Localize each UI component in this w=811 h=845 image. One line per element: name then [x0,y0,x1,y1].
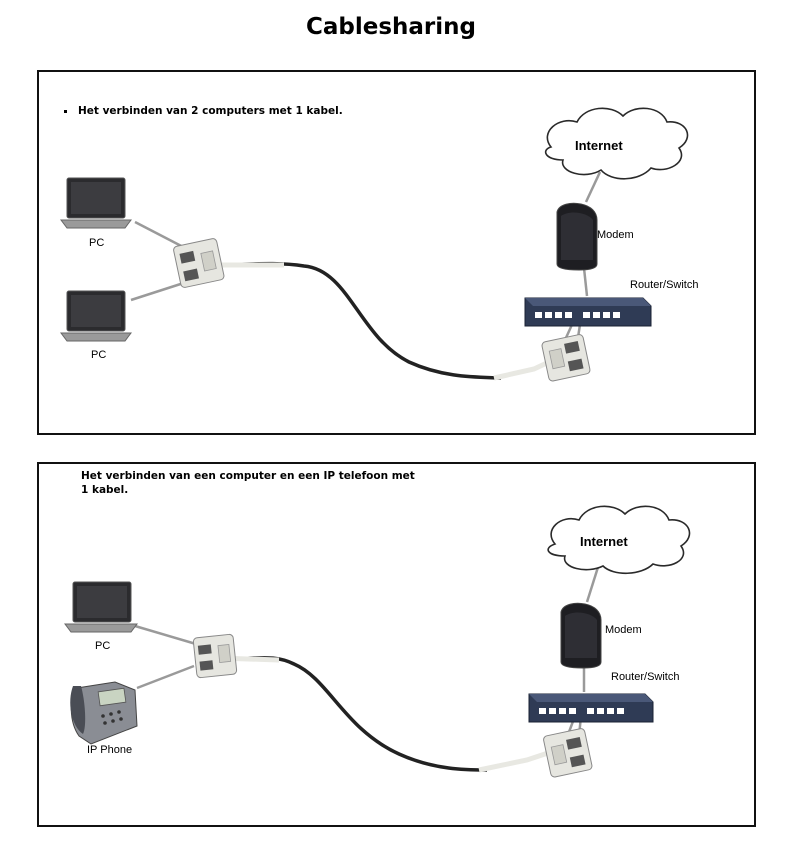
patch-cable [585,563,601,603]
router-switch-label: Router/Switch [630,279,699,291]
panel-caption: Het verbinden van 2 computers met 1 kabe… [64,104,343,118]
diagram-panel-computer-and-phone: Het verbinden van een computer en een IP… [37,462,756,827]
laptop-icon [64,581,138,633]
internet-label: Internet [580,534,628,549]
network-diagram [60,107,689,382]
patch-cable [582,267,589,297]
cable-splitter-icon [543,728,593,778]
cable-splitter-icon [173,238,225,288]
cable-boot [493,359,551,381]
patch-cable [134,624,197,646]
bullet-icon [64,110,67,113]
modem-icon [560,602,602,669]
laptop-icon [60,177,132,229]
diagram-panel-two-computers: Het verbinden van 2 computers met 1 kabe… [37,70,756,435]
ip-phone-label: IP Phone [87,744,133,756]
main-cable [218,656,488,772]
ip-phone-icon [70,681,138,745]
pc-label: PC [89,237,105,249]
network-diagram [64,505,691,778]
pc-label: PC [91,349,107,361]
modem-label: Modem [605,624,642,636]
router-switch-label: Router/Switch [611,671,680,683]
router-switch-icon [528,693,654,723]
modem-label: Modem [597,229,634,241]
cloud-icon [547,505,691,575]
cloud-icon [544,107,689,180]
panel-caption-text: Het verbinden van 2 computers met 1 kabe… [78,105,343,117]
pc-label: PC [95,640,111,652]
panel-caption: Het verbinden van een computer en een IP… [81,470,415,496]
laptop-icon [60,290,132,342]
cable-boot [478,749,552,773]
patch-cable [584,171,602,203]
cable-splitter-icon [192,633,238,679]
patch-cable [136,664,195,690]
main-cable [216,261,502,380]
modem-icon [556,202,598,271]
internet-label: Internet [575,138,623,153]
page-title: Cablesharing [306,14,476,40]
router-switch-icon [524,297,652,327]
cable-splitter-icon [541,334,591,382]
